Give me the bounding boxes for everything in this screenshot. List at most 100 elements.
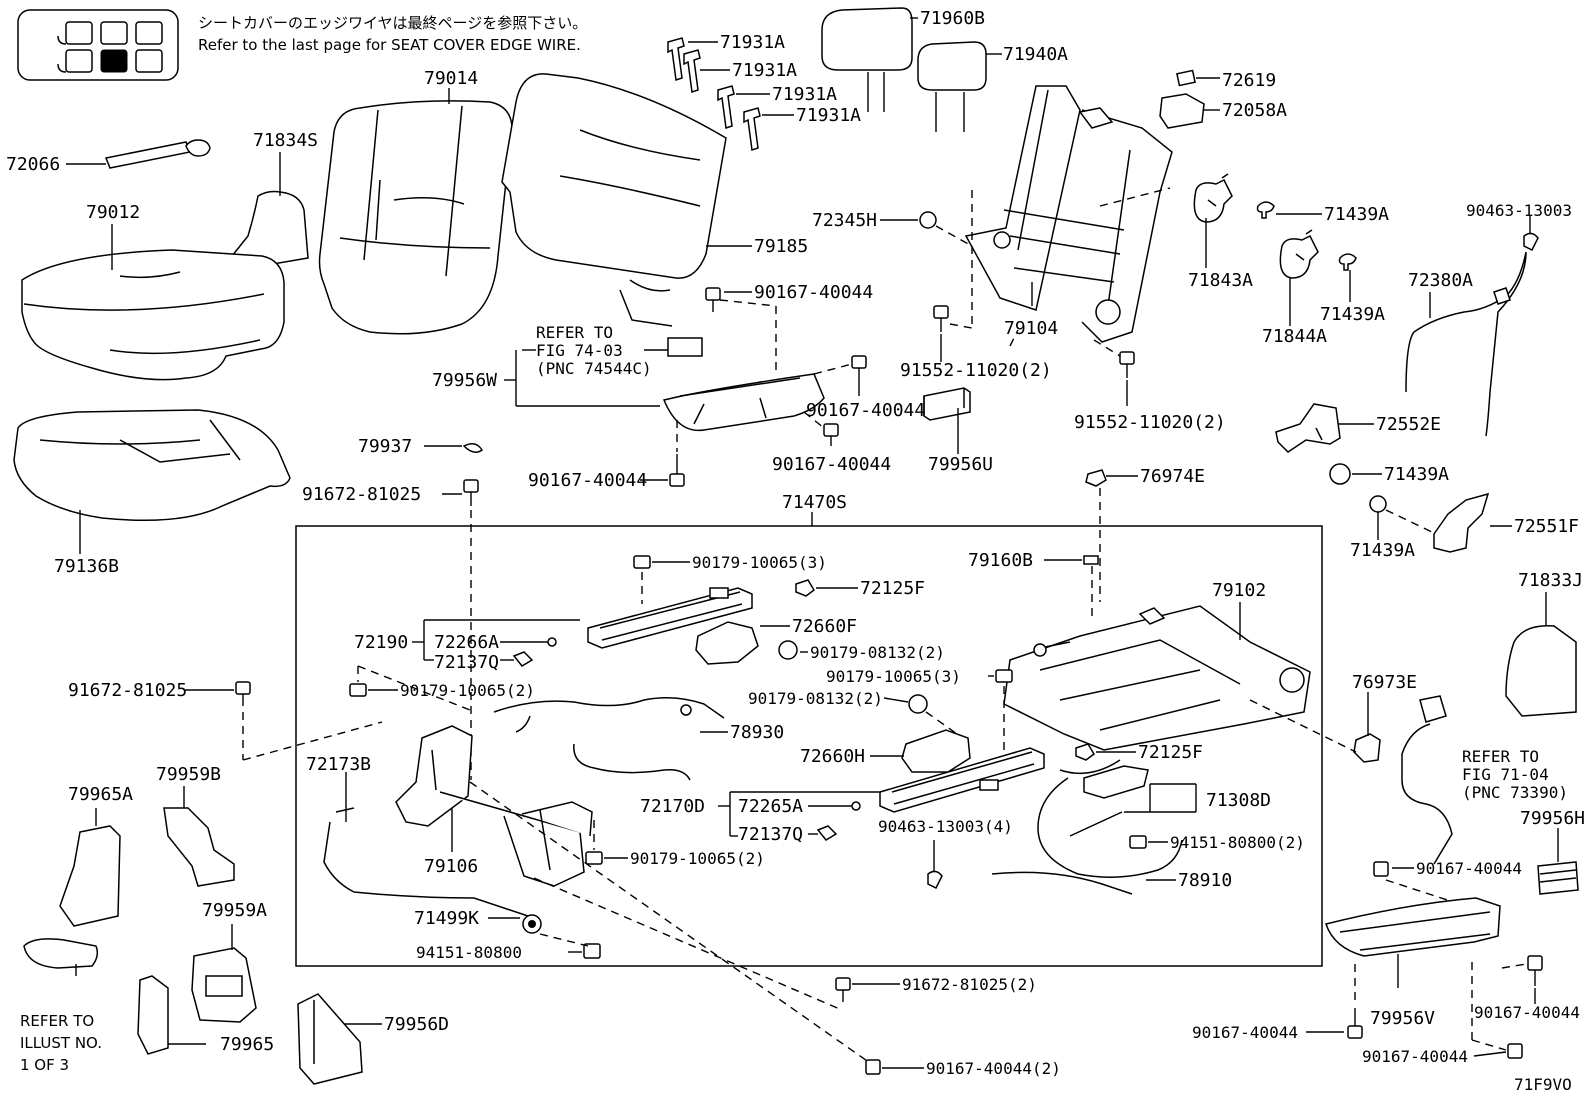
bracket-79956H <box>1537 861 1579 895</box>
cover-71843A <box>1193 173 1233 223</box>
label-79956W: 79956W <box>432 370 497 391</box>
label-79959A: 79959A <box>202 900 267 921</box>
seatback-cover-79014 <box>318 100 513 335</box>
label-90463-13003-4: 90463-13003(4) <box>878 817 1013 836</box>
clip-90463-13003-4 <box>927 870 943 890</box>
bolt-90167-h <box>1347 1008 1363 1039</box>
label-79956U: 79956U <box>928 454 993 475</box>
ref-fig7104-line2: FIG 71-04 <box>1462 765 1549 784</box>
label-90463-13003: 90463-13003 <box>1466 201 1572 220</box>
ref-fig7403-line2: FIG 74-03 <box>536 341 623 360</box>
seatback-pad-79185 <box>501 73 727 327</box>
label-79136B: 79136B <box>54 556 119 577</box>
label-90179-08132-2: 90179-08132(2) <box>748 689 883 708</box>
cover-72058A <box>1159 93 1205 129</box>
label-90167-40044-5: 90167-40044 <box>1416 859 1522 878</box>
label-72170D: 72170D <box>640 796 705 817</box>
cover-79959B <box>163 807 235 887</box>
label-72380A: 72380A <box>1408 270 1473 291</box>
headrest-71960B <box>821 7 913 112</box>
bolt-90167-i <box>1507 1043 1523 1059</box>
ref-fig7403-line1: REFER TO <box>536 323 613 342</box>
seat-frame-79102 <box>1003 605 1311 751</box>
diagram-code: 71F9VO <box>1514 1075 1572 1094</box>
label-91672-81025-3: 91672-81025(2) <box>902 975 1037 994</box>
label-79965A: 79965A <box>68 784 133 805</box>
bolt-91672-b <box>235 681 251 706</box>
ref-illust-line2: ILLUST NO. <box>20 1034 102 1052</box>
cover-79965A <box>59 825 121 927</box>
label-76974E: 76974E <box>1140 466 1205 487</box>
clip-90463-13003 <box>1523 232 1539 252</box>
side-cover-79956V <box>1325 897 1501 957</box>
label-72066: 72066 <box>6 154 60 175</box>
label-72660F: 72660F <box>792 616 857 637</box>
nut-94151-80800-a <box>1129 835 1147 849</box>
clip-71439A-a <box>1256 201 1275 219</box>
label-71960B: 71960B <box>920 8 985 29</box>
label-79956H: 79956H <box>1520 808 1585 829</box>
bracket-72660F <box>695 621 759 665</box>
clip-76974E <box>1085 469 1107 487</box>
label-91672-81025-2: 91672-81025 <box>68 680 187 701</box>
label-72058A: 72058A <box>1222 100 1287 121</box>
label-72190: 72190 <box>354 632 408 653</box>
bolt-90167-e <box>865 1059 881 1075</box>
label-91552-11020-1: 91552-11020(2) <box>900 360 1052 381</box>
bracket-72660H <box>901 729 971 773</box>
nut-90179-10065-c <box>349 683 367 697</box>
label-91672-81025-1: 91672-81025 <box>302 484 421 505</box>
cap-79937 <box>462 443 483 453</box>
nut-90179-08132-a <box>778 640 798 660</box>
clip-71439A-b <box>1338 253 1357 271</box>
label-72125F-1: 72125F <box>860 578 925 599</box>
nut-94151-80800-b <box>583 943 601 959</box>
label-71843A: 71843A <box>1188 270 1253 291</box>
bolt-90167-d <box>669 454 685 487</box>
label-90179-10065-2: 90179-10065(3) <box>826 667 961 686</box>
header-en-note: Refer to the last page for SEAT COVER ED… <box>198 36 581 54</box>
label-76973E: 76973E <box>1352 672 1417 693</box>
cover-71844A <box>1279 229 1319 279</box>
label-78930: 78930 <box>730 722 784 743</box>
clip-79160B <box>1083 555 1099 565</box>
label-71940A: 71940A <box>1003 44 1068 65</box>
cable-78930 <box>493 697 725 781</box>
label-90167-40044-4: 90167-40044 <box>528 470 647 491</box>
bracket-79956U <box>923 387 971 421</box>
bushing-71499K <box>522 914 542 934</box>
ref-illust-line3: 1 OF 3 <box>20 1056 69 1074</box>
nut-90179-10065-a <box>633 555 651 569</box>
cover-79965 <box>137 975 169 1055</box>
cover-79956D <box>297 993 363 1085</box>
label-72660H: 72660H <box>800 746 865 767</box>
ref-fig7104-line3: (PNC 73390) <box>1462 783 1568 802</box>
cover-79959A <box>191 947 257 1023</box>
label-90167-40044-2: 90167-40044 <box>806 400 925 421</box>
label-90179-10065-1: 90179-10065(3) <box>692 553 827 572</box>
bolt-91552-b <box>1119 351 1135 378</box>
clip-72125F-b <box>1075 743 1095 761</box>
label-71833J: 71833J <box>1518 570 1583 591</box>
label-79956D: 79956D <box>384 1014 449 1035</box>
label-72266A: 72266A <box>434 632 499 653</box>
bolt-90167-b <box>851 355 867 396</box>
label-79106: 79106 <box>424 856 478 877</box>
bracket-71308D <box>1059 759 1149 837</box>
label-79160B: 79160B <box>968 550 1033 571</box>
bracket-72552E <box>1275 403 1341 453</box>
label-79937: 79937 <box>358 436 412 457</box>
cushion-pad-79136B <box>13 409 291 521</box>
cap-left <box>23 938 99 969</box>
label-71931A-2: 71931A <box>732 60 797 81</box>
side-cover-79956W <box>662 373 825 432</box>
headrest-guides-71931A <box>667 37 761 151</box>
label-71931A-4: 71931A <box>796 105 861 126</box>
header-jp-note: シートカバーのエッジワイヤは最終ページを参照下さい。 <box>198 14 587 32</box>
bolt-91672-a <box>463 479 479 506</box>
cushion-cover-79012 <box>21 249 285 381</box>
strap-72066 <box>104 139 211 169</box>
label-90179-10065-4: 90179-10065(2) <box>630 849 765 868</box>
label-90167-40044-2x: 90167-40044(2) <box>926 1059 1061 1078</box>
